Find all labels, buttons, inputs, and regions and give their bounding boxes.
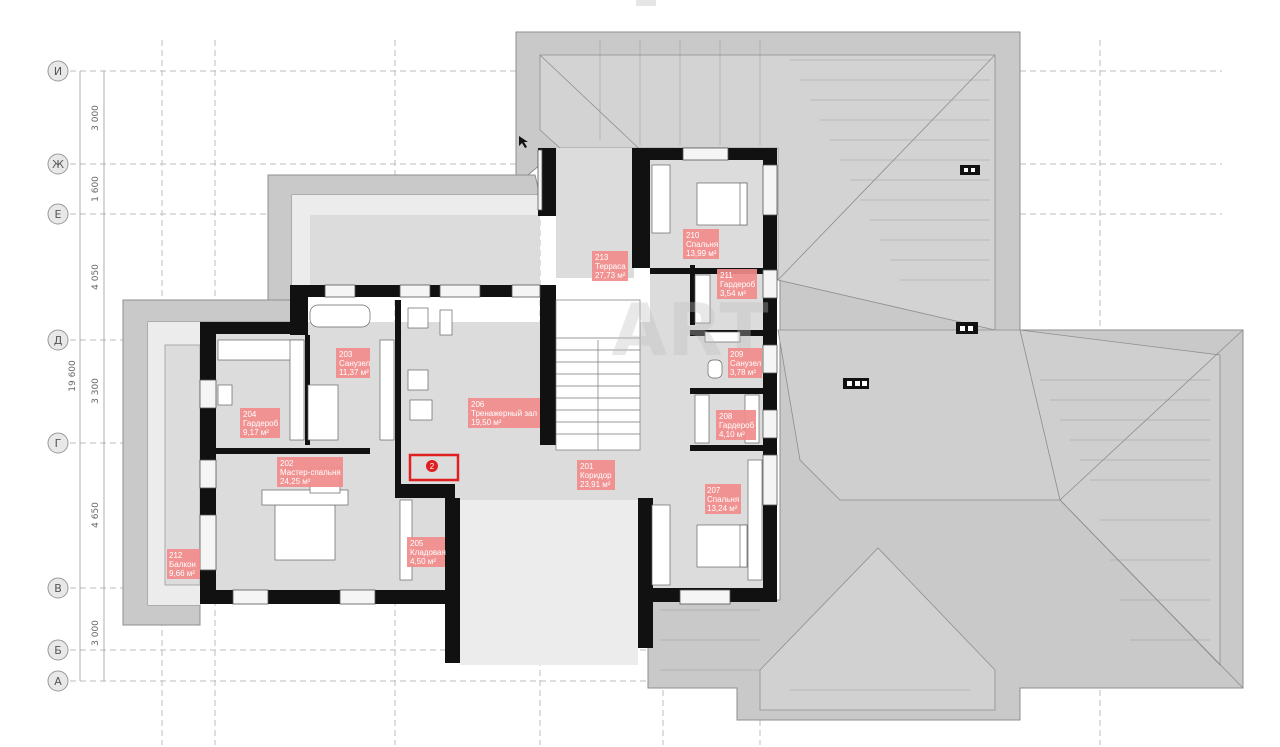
room-label-202: 202 Мастер-спальня 24,25 м² [277,457,343,487]
axis-label: И [54,65,62,78]
dimension-label: 1 600 [91,176,101,202]
room-number: 210 [686,231,700,240]
room-area: 24,25 м² [280,477,311,486]
room-area: 19,50 м² [471,418,502,427]
room-label-212: 212 Балкон 9,66 м² [167,549,200,579]
dimension-label: 4 050 [91,264,101,290]
room-label-205: 205 Кладовая 4,50 м² [407,537,446,567]
room-label-213: 213 Терраса 27,73 м² [592,251,628,281]
room-label-210: 210 Спальня 13,99 м² [683,229,719,259]
furniture [217,164,763,586]
location-marker[interactable]: 2 [408,453,460,482]
room-area: 9,17 м² [243,428,269,437]
dimension-label: 3 000 [91,105,101,131]
room-area: 23,91 м² [580,480,611,489]
room-area: 11,37 м² [339,368,369,377]
axis-label: Д [54,334,63,347]
room-label-211: 211 Гардероб 3,54 м² [717,269,757,299]
room-number: 205 [410,539,424,548]
room-number: 207 [707,486,721,495]
room-area: 9,66 м² [169,569,195,578]
room-number: 202 [280,459,294,468]
room-area: 3,54 м² [720,289,746,298]
room-area: 4,50 м² [410,557,436,566]
room-number: 208 [719,412,733,421]
axis-label: Г [55,437,62,450]
dimensions: 3 000 1 600 4 050 3 300 4 650 3 000 19 6… [68,71,105,681]
room-number: 206 [471,400,485,409]
room-number: 213 [595,253,609,262]
room-name: Тренажерный зал [471,409,537,418]
marker-label: 2 [430,462,435,471]
room-name: Санузел [339,359,370,368]
floor-slab [148,148,775,665]
room-area: 13,24 м² [707,504,738,513]
room-name: Кладовая [410,548,446,557]
room-labels: 213 Терраса 27,73 м² 210 Спальня 13,99 м… [167,229,762,579]
axis-label: Б [54,644,62,657]
room-name: Спальня [707,495,739,504]
room-number: 212 [169,551,183,560]
room-name: Гардероб [720,280,756,289]
room-number: 201 [580,462,594,471]
staircase [555,299,641,451]
room-label-203: 203 Санузел 11,37 м² [336,348,370,378]
marker-dot[interactable] [426,460,438,472]
room-number: 203 [339,350,353,359]
marker-frame[interactable] [408,453,460,482]
axis-label: А [54,675,62,688]
cursor-arrow-icon [519,136,528,148]
room-label-201: 201 Коридор 23,91 м² [577,460,615,490]
room-name: Гардероб [243,419,279,428]
room-name: Санузел [730,359,761,368]
room-area: 4,10 м² [719,430,745,439]
room-label-204: 204 Гардероб 9,17 м² [240,408,280,438]
room-name: Балкон [169,560,196,569]
room-name: Мастер-спальня [280,468,341,477]
room-area: 27,73 м² [595,271,626,280]
room-label-209: 209 Санузел 3,78 м² [728,348,762,378]
dimension-label: 4 650 [91,502,101,528]
room-label-208: 208 Гардероб 4,10 м² [716,410,756,440]
room-area: 13,99 м² [686,249,717,258]
top-tab [636,0,656,6]
room-number: 211 [720,271,733,280]
room-area: 3,78 м² [730,368,756,377]
axis-markers: И Ж Е Д Г В Б А [47,60,69,692]
dimension-label: 3 000 [91,620,101,646]
dimension-label: 3 300 [91,378,101,404]
axis-label: Ж [52,158,64,171]
room-name: Спальня [686,240,718,249]
room-number: 204 [243,410,257,419]
axis-label: В [54,582,62,595]
windows [199,147,778,605]
room-label-206: 206 Тренажерный зал 19,50 м² [468,398,540,428]
axis-label: Е [55,208,62,221]
room-name: Гардероб [719,421,755,430]
room-label-207: 207 Спальня 13,24 м² [705,484,741,514]
room-name: Терраса [595,262,626,271]
overall-dimension: 19 600 [68,360,78,392]
room-name: Коридор [580,471,612,480]
room-number: 209 [730,350,744,359]
